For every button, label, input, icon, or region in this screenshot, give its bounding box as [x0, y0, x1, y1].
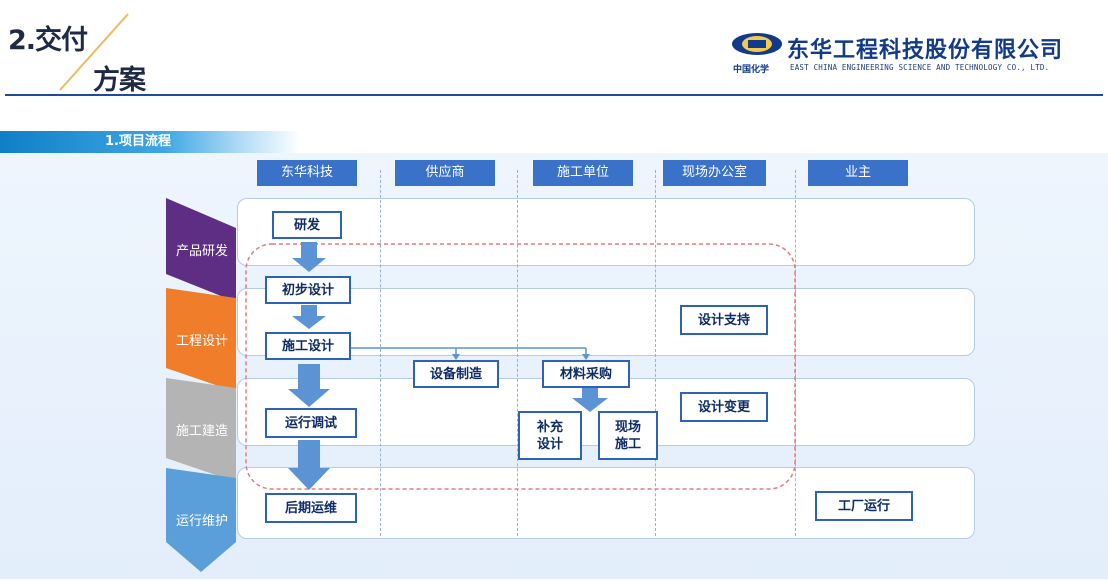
stage-label-design: 工程设计 — [175, 334, 228, 349]
section-title-bar: 1.项目流程 — [0, 131, 300, 153]
stage-chevron-rd — [166, 198, 236, 302]
box-supplementary-design-line2: 设计 — [536, 436, 563, 452]
column-divider — [795, 170, 796, 536]
title-divider-slash — [59, 13, 129, 91]
stage-chevrons — [166, 198, 236, 572]
stage-label-rd: 产品研发 — [175, 244, 228, 259]
brand-name: 中国化学 — [733, 65, 770, 75]
box-site-construction-line2: 施工 — [614, 436, 641, 452]
scope-dashed-region — [245, 243, 796, 490]
arrow-research-to-prelim — [292, 242, 326, 272]
section-title: 1.项目流程 — [105, 134, 171, 149]
box-site-construction-line1: 现场 — [614, 419, 641, 435]
box-plant-operation: 工厂运行 — [815, 491, 913, 521]
stage-chevron-construction — [166, 378, 236, 482]
column-divider — [380, 170, 381, 536]
box-design-support: 设计支持 — [680, 305, 768, 335]
column-divider — [517, 170, 518, 536]
slide-title-line2: 方案 — [93, 65, 146, 96]
box-research: 研发 — [272, 211, 342, 239]
slide-title-line1: 2.交付 — [8, 25, 88, 56]
box-material-procurement: 材料采购 — [542, 360, 630, 388]
box-design-change: 设计变更 — [680, 392, 768, 422]
box-construction-design: 施工设计 — [265, 332, 351, 360]
stage-label-construction: 施工建造 — [175, 424, 228, 439]
stage-chevron-design — [166, 288, 236, 392]
box-preliminary-design: 初步设计 — [265, 276, 351, 304]
box-supplementary-design: 补充 设计 — [518, 411, 582, 460]
branch-arrowhead — [452, 354, 460, 360]
lane-product-rd — [237, 198, 975, 266]
box-supplementary-design-line1: 补充 — [536, 419, 563, 435]
column-divider — [655, 170, 656, 536]
company-logo-icon — [732, 33, 782, 55]
role-header-site-office: 现场办公室 — [663, 160, 766, 186]
company-name-en: EAST CHINA ENGINEERING SCIENCE AND TECHN… — [790, 63, 1050, 72]
box-maintenance: 后期运维 — [265, 493, 357, 523]
arrow-procurement-to-subtasks — [572, 388, 608, 412]
arrow-prelim-to-construction — [292, 305, 326, 329]
box-commissioning: 运行调试 — [265, 408, 357, 438]
header-divider — [5, 94, 1103, 96]
box-site-construction: 现场 施工 — [598, 411, 658, 460]
stage-label-operation: 运行维护 — [175, 514, 228, 529]
role-header-supplier: 供应商 — [395, 160, 495, 186]
lane-engineering-design — [237, 288, 975, 356]
box-equipment-manufacturing: 设备制造 — [413, 360, 499, 388]
role-header-contractor: 施工单位 — [533, 160, 633, 186]
role-header-owner: 业主 — [808, 160, 908, 186]
arrow-commissioning-to-maintenance — [288, 440, 330, 490]
company-name-cn: 东华工程科技股份有限公司 — [787, 38, 1064, 63]
arrow-construction-to-commissioning — [288, 364, 330, 407]
branch-arrowhead — [582, 354, 590, 360]
stage-chevron-operation — [166, 468, 236, 572]
role-header-donghua: 东华科技 — [257, 160, 357, 186]
